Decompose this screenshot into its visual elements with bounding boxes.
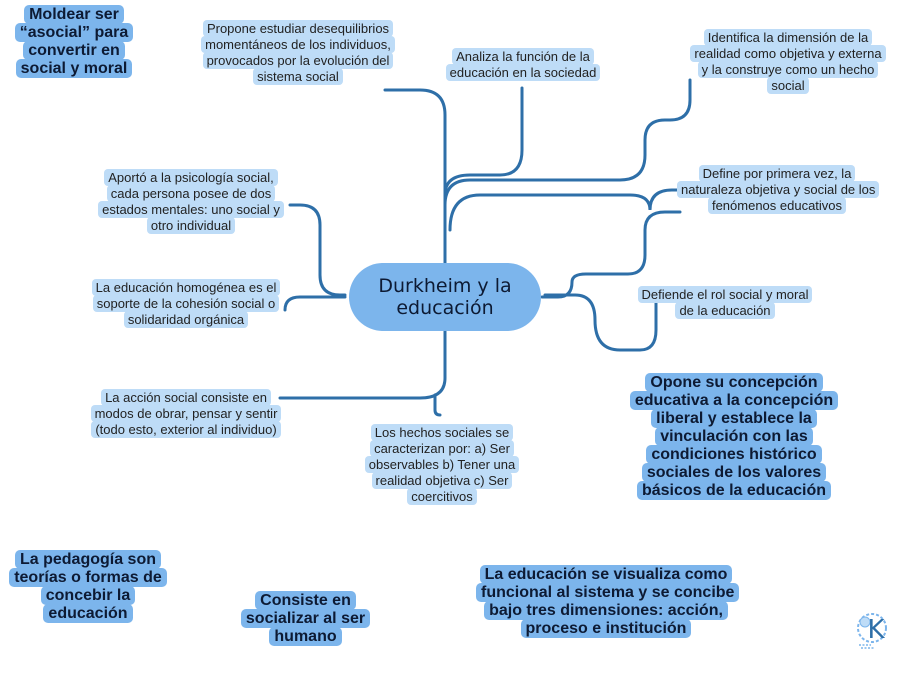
note-moldear: Moldear ser “asocial” para convertir en … (8, 5, 140, 78)
link-accion (278, 328, 447, 400)
link-aporto (288, 203, 347, 297)
svg-text:K: K (867, 615, 885, 645)
link-analiza (443, 86, 524, 197)
central-topic: Durkheim y la educación (349, 263, 541, 331)
node-analiza: Analiza la función de la educación en la… (437, 48, 609, 81)
k-logo-icon: K (857, 613, 887, 649)
link-defiende (540, 210, 682, 299)
note-visualiza: La educación se visualiza como funcional… (476, 565, 740, 638)
node-homogenea: La educación homogénea es el soporte de … (86, 279, 286, 328)
link-homogenea (283, 295, 347, 312)
node-hechos: Los hechos sociales se caracterizan por:… (362, 424, 522, 505)
note-pedagogia: La pedagogía son teorías o formas de con… (8, 550, 168, 623)
node-identifica: Identifica la dimensión de la realidad c… (690, 29, 886, 94)
link-define (448, 188, 682, 232)
link-hechos (433, 393, 442, 417)
note-consiste: Consiste en socializar al ser humano (233, 591, 378, 646)
node-defiende: Defiende el rol social y moral de la edu… (635, 286, 815, 319)
node-propone: Propone estudiar desequilibrios momentán… (198, 20, 398, 85)
note-opone: Opone su concepción educativa a la conce… (618, 373, 850, 500)
node-aporto: Aportó a la psicología social, cada pers… (91, 169, 291, 234)
link-propone (383, 88, 447, 287)
link-defiende-2 (543, 293, 658, 352)
node-define: Define por primera vez, la naturaleza ob… (677, 165, 880, 214)
link-identifica (443, 78, 692, 207)
node-accion: La acción social consiste en modos de ob… (88, 389, 284, 438)
